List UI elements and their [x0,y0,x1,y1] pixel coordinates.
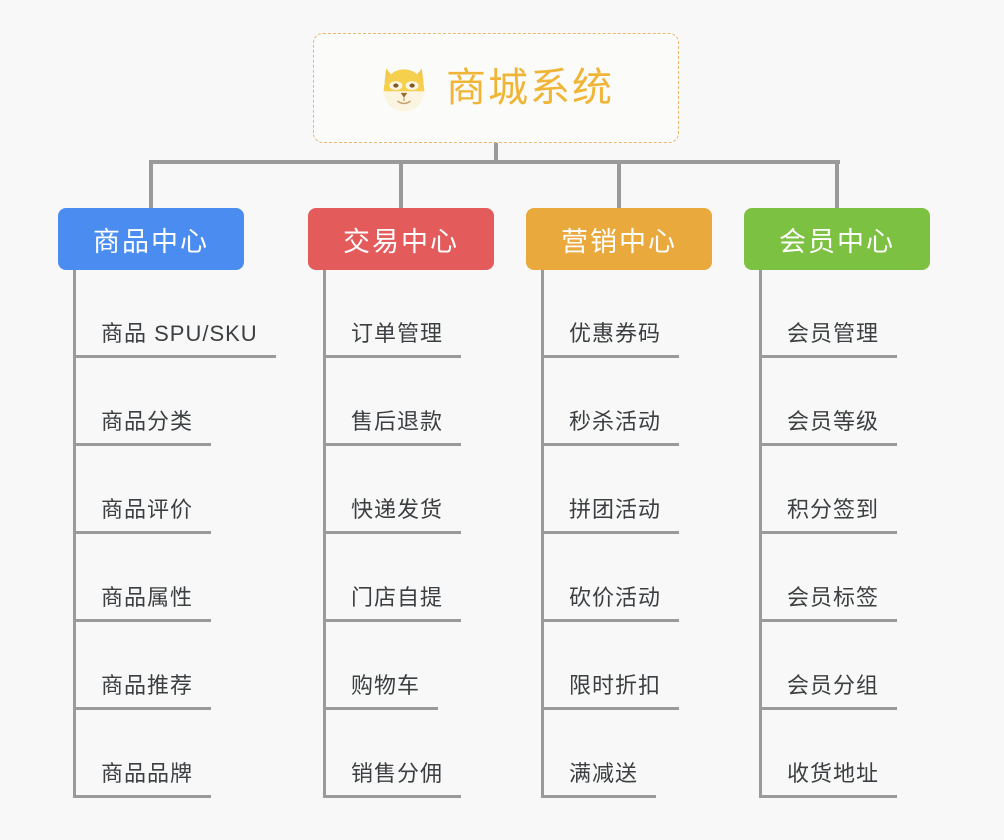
list-item[interactable]: 秒杀活动 [541,358,712,446]
root-node[interactable]: 商城系统 [313,33,679,143]
branch-header-product[interactable]: 商品中心 [58,208,244,270]
leaf-label: 收货地址 [759,763,898,798]
leaf-label: 订单管理 [323,323,462,358]
leaf-label: 销售分佣 [323,763,462,798]
list-item[interactable]: 商品 SPU/SKU [73,270,276,358]
leaf-label: 优惠券码 [541,323,680,358]
leaf-label: 积分签到 [759,499,898,534]
list-item[interactable]: 订单管理 [323,270,494,358]
branch-drop-connector [149,160,153,210]
list-item[interactable]: 会员标签 [759,534,930,622]
leaf-label: 售后退款 [323,411,462,446]
leaf-label: 满减送 [541,763,657,798]
leaf-label: 购物车 [323,675,439,710]
branch-body: 优惠券码 秒杀活动 拼团活动 砍价活动 限时折扣 满减送 [526,270,712,798]
leaf-label: 秒杀活动 [541,411,680,446]
branch-column-product: 商品中心 商品 SPU/SKU 商品分类 商品评价 商品属性 商品推荐 商品品牌 [58,160,276,798]
branch-spine-connector [541,270,544,798]
branch-spine-connector [323,270,326,798]
leaf-label: 商品品牌 [73,763,212,798]
list-item[interactable]: 快递发货 [323,446,494,534]
list-item[interactable]: 商品评价 [73,446,244,534]
list-item[interactable]: 售后退款 [323,358,494,446]
dog-face-icon [378,62,430,114]
leaf-label: 快递发货 [323,499,462,534]
branch-column-marketing: 营销中心 优惠券码 秒杀活动 拼团活动 砍价活动 限时折扣 满减送 [526,160,712,798]
leaf-label: 限时折扣 [541,675,680,710]
list-item[interactable]: 商品分类 [73,358,244,446]
leaf-label: 门店自提 [323,587,462,622]
leaf-label: 商品属性 [73,587,212,622]
list-item[interactable]: 商品属性 [73,534,244,622]
branch-body: 商品 SPU/SKU 商品分类 商品评价 商品属性 商品推荐 商品品牌 [58,270,276,798]
list-item[interactable]: 拼团活动 [541,446,712,534]
root-title: 商城系统 [446,66,614,110]
branch-column-member: 会员中心 会员管理 会员等级 积分签到 会员标签 会员分组 收货地址 [744,160,930,798]
branch-bus-connector [150,160,840,164]
branch-body: 会员管理 会员等级 积分签到 会员标签 会员分组 收货地址 [744,270,930,798]
list-item[interactable]: 门店自提 [323,534,494,622]
leaf-label: 拼团活动 [541,499,680,534]
list-item[interactable]: 会员等级 [759,358,930,446]
branch-drop-connector [399,160,403,210]
list-item[interactable]: 会员分组 [759,622,930,710]
branch-header-member[interactable]: 会员中心 [744,208,930,270]
list-item[interactable]: 商品推荐 [73,622,244,710]
leaf-label: 商品评价 [73,499,212,534]
leaf-label: 会员标签 [759,587,898,622]
leaf-label: 会员管理 [759,323,898,358]
list-item[interactable]: 购物车 [323,622,494,710]
list-item[interactable]: 积分签到 [759,446,930,534]
list-item[interactable]: 商品品牌 [73,710,244,798]
branch-column-trade: 交易中心 订单管理 售后退款 快递发货 门店自提 购物车 销售分佣 [308,160,494,798]
branch-body: 订单管理 售后退款 快递发货 门店自提 购物车 销售分佣 [308,270,494,798]
leaf-label: 会员等级 [759,411,898,446]
list-item[interactable]: 收货地址 [759,710,930,798]
list-item[interactable]: 优惠券码 [541,270,712,358]
leaf-label: 商品推荐 [73,675,212,710]
branch-header-marketing[interactable]: 营销中心 [526,208,712,270]
branch-spine-connector [759,270,762,798]
list-item[interactable]: 销售分佣 [323,710,494,798]
branch-drop-connector [617,160,621,210]
root-stem-connector [494,143,498,163]
branch-spine-connector [73,270,76,798]
list-item[interactable]: 限时折扣 [541,622,712,710]
branch-header-label: 营销中心 [561,226,677,257]
leaf-label: 会员分组 [759,675,898,710]
branch-header-label: 会员中心 [779,226,895,257]
branch-header-label: 交易中心 [343,226,459,257]
list-item[interactable]: 满减送 [541,710,712,798]
leaf-label: 商品分类 [73,411,212,446]
leaf-label: 砍价活动 [541,587,680,622]
list-item[interactable]: 会员管理 [759,270,930,358]
leaf-label: 商品 SPU/SKU [73,323,276,358]
branch-header-trade[interactable]: 交易中心 [308,208,494,270]
branch-drop-connector [835,160,839,210]
list-item[interactable]: 砍价活动 [541,534,712,622]
branch-header-label: 商品中心 [93,226,209,257]
